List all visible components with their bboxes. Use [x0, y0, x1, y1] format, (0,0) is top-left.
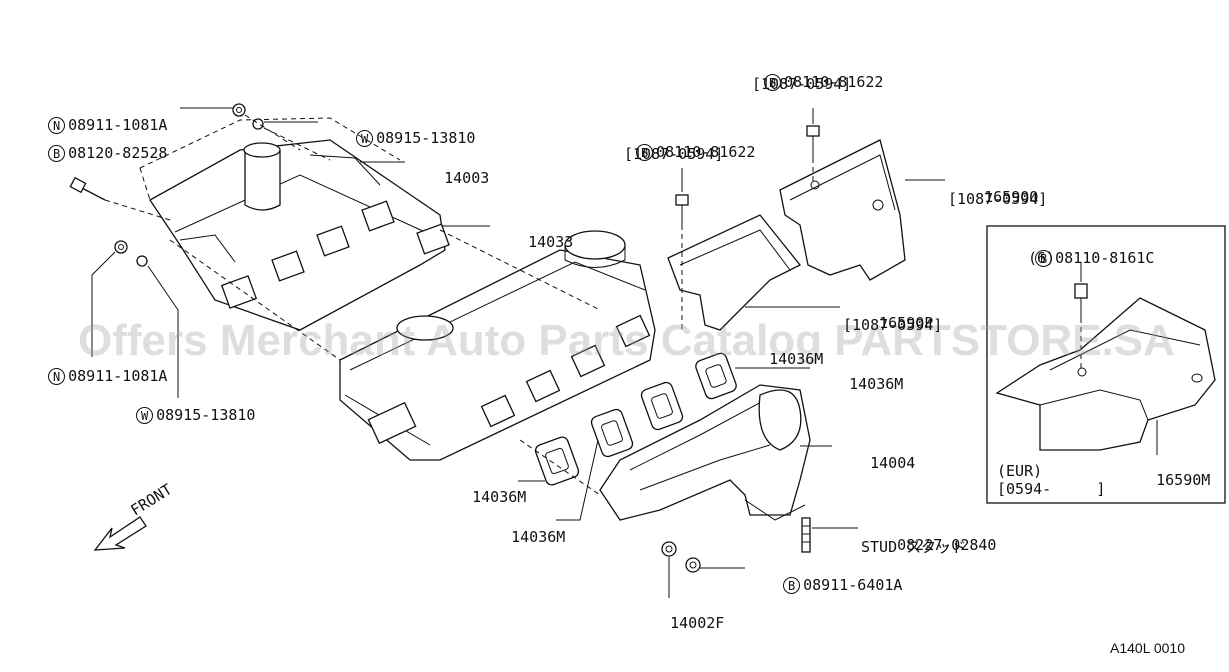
- callout-part-14004[interactable]: 14004: [834, 438, 915, 489]
- part-code: 08227-02840: [897, 536, 997, 554]
- callout-part-16590p[interactable]: 16590P: [843, 298, 933, 349]
- callout-part-14003[interactable]: 14003: [408, 153, 489, 204]
- callout-stud-note: STUD スタッド: [861, 538, 967, 556]
- leader-lines: [91, 107, 945, 598]
- part-code: 08911-6401A: [803, 576, 903, 594]
- symbol-w: W: [356, 130, 374, 147]
- exhaust-manifold-drawing: [519, 384, 811, 573]
- part-code: 08110-8161C: [1055, 249, 1155, 267]
- heat-shield-drawings: [667, 125, 906, 331]
- part-code: 08120-82528: [68, 144, 168, 162]
- inset-callout-part-16590m[interactable]: 16590M: [1120, 455, 1210, 506]
- symbol-b: B: [636, 144, 654, 161]
- part-code: 14036M: [769, 350, 824, 368]
- inset-box: [986, 225, 1226, 504]
- front-arrow: [93, 516, 147, 551]
- cylinder-head-drawing: [169, 229, 656, 461]
- inset-range: [0594- ]: [997, 480, 1106, 498]
- part-code: 14036M: [472, 488, 527, 506]
- callout-part-14036m-left[interactable]: 14036M: [436, 472, 526, 523]
- callout-stud-08227-02840[interactable]: 08227-02840: [861, 520, 996, 571]
- callout-bolt-08110-81622-lower-range: [1087-0594]: [624, 145, 724, 163]
- part-code: 08911-1081A: [68, 116, 168, 134]
- callout-part-16590p-range: [1087-0594]: [843, 316, 943, 334]
- part-code: 16590Q: [984, 188, 1039, 206]
- watermark: Offers Merchant Auto Parts Catalog PARTS…: [78, 316, 1175, 365]
- inset-bolt-qty: (6): [1028, 249, 1056, 267]
- symbol-n: N: [48, 117, 66, 134]
- callout-part-14036m-lower[interactable]: 14036M: [475, 512, 565, 563]
- part-code: 08110-81622: [656, 143, 756, 161]
- rocker-cover-drawing: [69, 103, 450, 331]
- symbol-n: N: [48, 368, 66, 385]
- callout-bolt-08110-81622-upper-range: [1087-0594]: [752, 75, 852, 93]
- callout-part-14033[interactable]: 14033: [492, 217, 573, 268]
- callout-part-14002f[interactable]: 14002F: [634, 598, 724, 649]
- symbol-b: B: [764, 74, 782, 91]
- symbol-b: B: [48, 145, 66, 162]
- callout-part-14036m-upper[interactable]: 14036M: [733, 334, 823, 385]
- part-code: 08915-13810: [156, 406, 256, 424]
- callout-part-16590q[interactable]: 16590Q: [948, 172, 1038, 223]
- diagram-code: A140L 0010: [1110, 640, 1185, 656]
- symbol-b: B: [1035, 250, 1053, 267]
- part-code: 08110-81622: [784, 73, 884, 91]
- part-code: 16590P: [879, 314, 934, 332]
- symbol-b: B: [783, 577, 801, 594]
- part-code: 14004: [870, 454, 916, 472]
- callout-part-14036m-right[interactable]: 14036M: [813, 359, 903, 410]
- inset-market: (EUR): [997, 462, 1043, 480]
- part-code: 14033: [528, 233, 574, 251]
- part-code: 08915-13810: [376, 129, 476, 147]
- part-code: 14036M: [511, 528, 566, 546]
- part-code: 14002F: [670, 614, 725, 632]
- part-code: 14036M: [849, 375, 904, 393]
- gasket-drawings: [534, 352, 737, 486]
- part-code: 16590M: [1156, 471, 1211, 489]
- symbol-w: W: [136, 407, 154, 424]
- part-code: 14003: [444, 169, 490, 187]
- part-code: 08911-1081A: [68, 367, 168, 385]
- callout-part-16590q-range: [1087-0594]: [948, 190, 1048, 208]
